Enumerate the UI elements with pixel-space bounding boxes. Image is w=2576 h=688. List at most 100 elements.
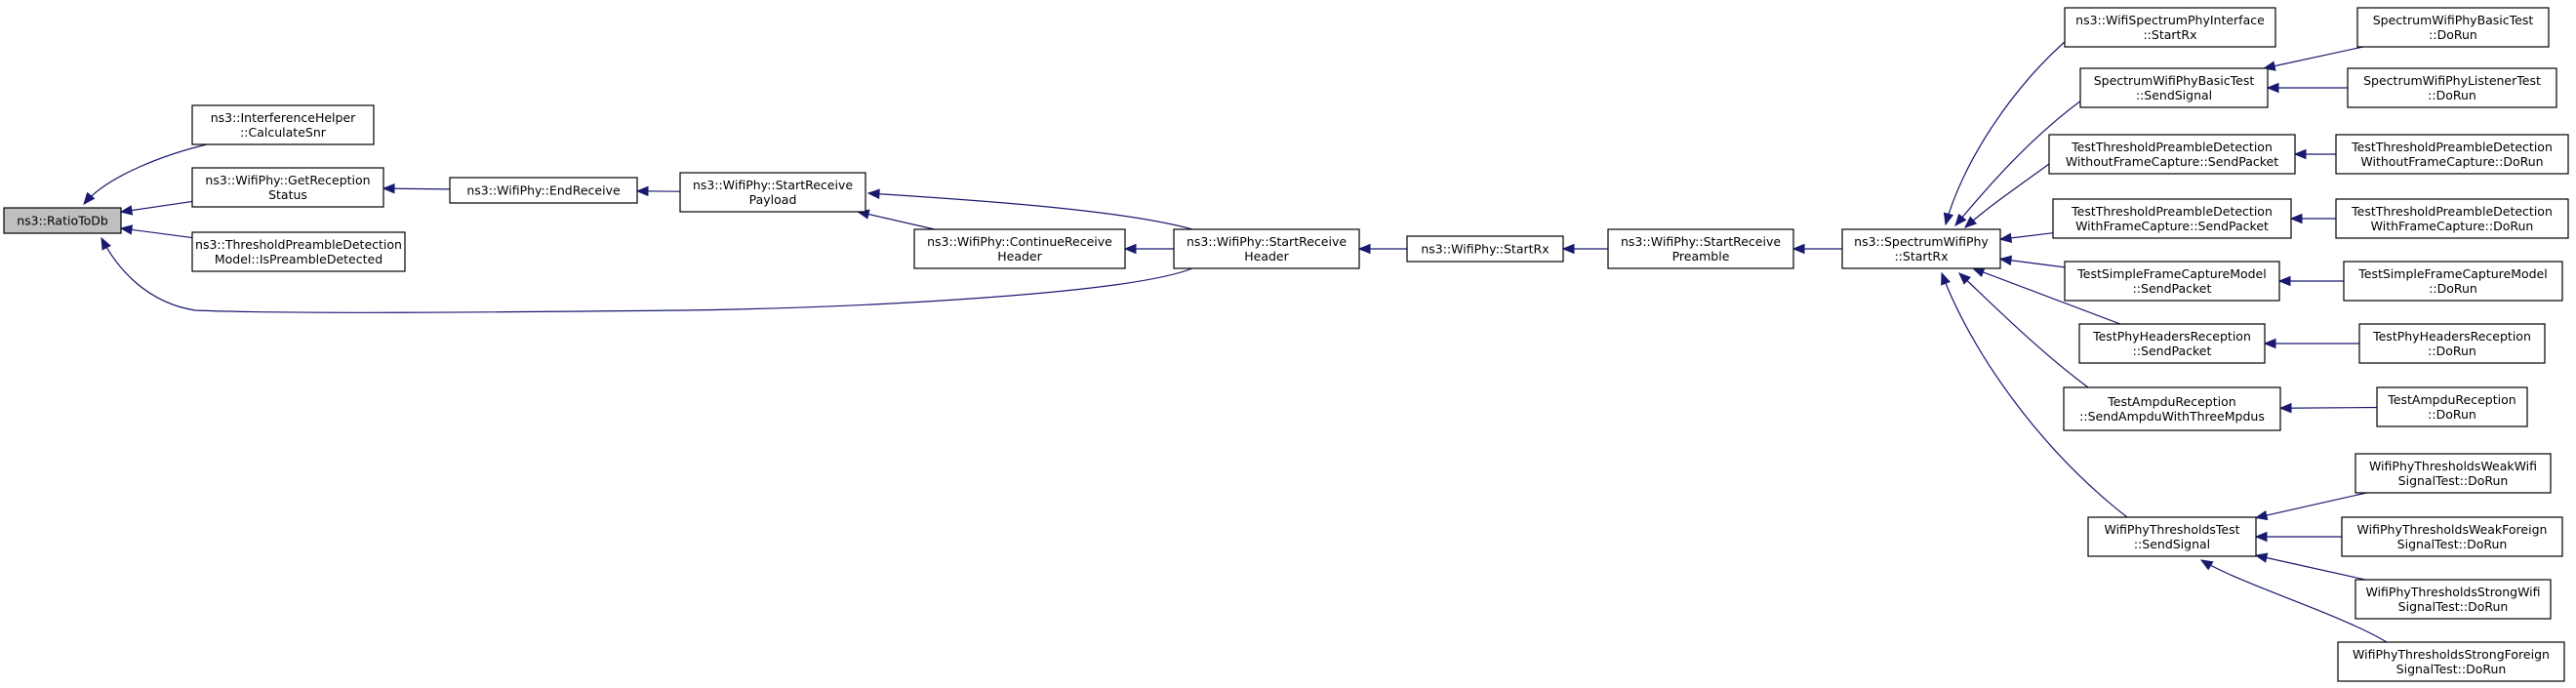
edge-arrowhead — [2199, 559, 2214, 571]
node-wo-capture-send-packet[interactable]: TestThresholdPreambleDetectionWithoutFra… — [2048, 134, 2296, 175]
edge-arrowhead — [635, 185, 649, 197]
node-label: TestAmpduReception — [2387, 392, 2516, 407]
edge-spectrum-start-rx-to-start-receive-preamble — [1791, 243, 1842, 255]
edge-wifiphy-start-rx-to-start-receive-header — [1357, 243, 1407, 255]
node-label: Header — [997, 249, 1042, 263]
node-label: ::SendAmpduWithThreeMpdus — [2079, 409, 2265, 424]
edge-ampdu-send-to-spectrum-start-rx — [1958, 272, 2089, 388]
node-basic-send-signal[interactable]: SpectrumWifiPhyBasicTest::SendSignal — [2079, 67, 2269, 108]
node-wo-capture-do-run[interactable]: TestThresholdPreambleDetectionWithoutFra… — [2335, 134, 2569, 175]
node-label: WifiPhyThresholdsWeakForeign — [2357, 522, 2548, 537]
node-box — [2376, 386, 2528, 427]
node-label: Status — [268, 187, 307, 202]
node-label: WithoutFrameCapture::SendPacket — [2066, 154, 2278, 169]
call-graph-edges — [83, 33, 2388, 643]
edge-listener-do-run-to-basic-send-signal — [2266, 82, 2348, 94]
edge-continue-receive-header-to-start-receive-payload — [856, 209, 935, 230]
node-with-capture-do-run[interactable]: TestThresholdPreambleDetectionWithFrameC… — [2335, 198, 2569, 239]
node-box — [2078, 323, 2266, 364]
edge-arrowhead — [119, 224, 134, 235]
node-label: ::DoRun — [2429, 27, 2477, 42]
edge-arrowhead — [119, 205, 134, 216]
node-box — [2337, 641, 2565, 682]
node-basic-do-run[interactable]: SpectrumWifiPhyBasicTest::DoRun — [2356, 7, 2550, 48]
node-is-preamble-detected[interactable]: ns3::ThresholdPreambleDetectionModel::Is… — [191, 231, 406, 272]
node-wifiphy-start-rx[interactable]: ns3::WifiPhy::StartRx — [1406, 235, 1564, 263]
node-box — [2064, 7, 2276, 48]
edge-arrowhead — [2254, 531, 2268, 543]
edge-weak-wifi-do-run-to-thresholds-send-signal — [2254, 492, 2367, 521]
node-weak-wifi-do-run[interactable]: WifiPhyThresholdsWeakWifiSignalTest::DoR… — [2355, 453, 2552, 494]
node-label: ns3::InterferenceHelper — [211, 110, 356, 125]
node-calc-snr[interactable]: ns3::InterferenceHelper::CalculateSnr — [191, 104, 375, 145]
node-label: ::SendSignal — [2134, 537, 2210, 551]
edge-line — [1964, 163, 2050, 228]
edge-strong-wifi-do-run-to-thresholds-send-signal — [2254, 552, 2366, 581]
edge-arrowhead — [1561, 243, 1575, 255]
node-ratio-to-db[interactable]: ns3::RatioToDb — [3, 207, 122, 234]
edge-start-receive-payload-to-end-receive — [635, 185, 681, 197]
edge-line — [120, 227, 193, 239]
node-thresholds-send-signal[interactable]: WifiPhyThresholdsTest::SendSignal — [2087, 516, 2257, 557]
node-box — [2343, 261, 2563, 302]
edge-start-receive-header-to-start-receive-payload — [866, 188, 1193, 230]
node-ampdu-do-run[interactable]: TestAmpduReception::DoRun — [2376, 386, 2528, 427]
node-spectrum-start-rx[interactable]: ns3::SpectrumWifiPhy::StartRx — [1841, 228, 2001, 269]
node-label: ::SendPacket — [2133, 344, 2212, 358]
node-weak-foreign-do-run[interactable]: WifiPhyThresholdsWeakForeignSignalTest::… — [2341, 516, 2563, 557]
node-label: ns3::WifiPhy::EndReceive — [466, 183, 621, 198]
node-label: ns3::WifiPhy::StartReceive — [1621, 234, 1781, 249]
node-box — [1841, 228, 2001, 269]
node-label: ns3::WifiPhy::GetReception — [205, 173, 370, 187]
node-box — [2355, 453, 2552, 494]
node-ampdu-send[interactable]: TestAmpduReception::SendAmpduWithThreeMp… — [2063, 386, 2281, 431]
node-label: ::SendSignal — [2136, 88, 2212, 102]
node-box — [2358, 323, 2546, 364]
edge-basic-send-signal-to-spectrum-start-rx — [1954, 95, 2089, 227]
node-simple-capture-send-packet[interactable]: TestSimpleFrameCaptureModel::SendPacket — [2064, 261, 2280, 302]
edge-ampdu-do-run-to-ampdu-send — [2278, 402, 2378, 414]
node-listener-do-run[interactable]: SpectrumWifiPhyListenerTest::DoRun — [2347, 67, 2557, 108]
node-box — [679, 172, 866, 213]
node-box — [2052, 198, 2292, 239]
node-label: ns3::WifiPhy::StartReceive — [693, 178, 853, 192]
node-end-receive[interactable]: ns3::WifiPhy::EndReceive — [449, 177, 638, 204]
node-label: WithFrameCapture::SendPacket — [2075, 219, 2269, 233]
node-box — [2341, 516, 2563, 557]
node-strong-wifi-do-run[interactable]: WifiPhyThresholdsStrongWifiSignalTest::D… — [2355, 579, 2552, 620]
node-box — [2063, 386, 2281, 431]
node-label: Model::IsPreambleDetected — [215, 252, 382, 266]
node-strong-foreign-do-run[interactable]: WifiPhyThresholdsStrongForeignSignalTest… — [2337, 641, 2565, 682]
node-label: SpectrumWifiPhyListenerTest — [2363, 73, 2541, 88]
edge-arrowhead — [1943, 212, 1954, 226]
node-label: ::SendPacket — [2133, 281, 2212, 296]
edge-arrowhead — [2263, 338, 2276, 349]
node-box — [2347, 67, 2557, 108]
node-with-capture-send-packet[interactable]: TestThresholdPreambleDetectionWithFrameC… — [2052, 198, 2292, 239]
node-label: WifiPhyThresholdsStrongForeign — [2353, 647, 2550, 662]
node-headers-send-packet[interactable]: TestPhyHeadersReception::SendPacket — [2078, 323, 2266, 364]
node-label: SpectrumWifiPhyBasicTest — [2373, 13, 2534, 27]
node-label: TestSimpleFrameCaptureModel — [2076, 266, 2266, 281]
node-headers-do-run[interactable]: TestPhyHeadersReception::DoRun — [2358, 323, 2546, 364]
node-label: TestSimpleFrameCaptureModel — [2357, 266, 2547, 281]
edge-line — [2255, 554, 2366, 581]
edge-line — [2264, 46, 2363, 69]
node-simple-capture-do-run[interactable]: TestSimpleFrameCaptureModel::DoRun — [2343, 261, 2563, 302]
node-box — [2335, 198, 2569, 239]
edge-arrowhead — [1123, 243, 1137, 255]
node-box — [2079, 67, 2269, 108]
edge-line — [858, 211, 935, 230]
node-label: ns3::RatioToDb — [17, 214, 108, 228]
node-label: ::DoRun — [2428, 344, 2476, 358]
edge-arrowhead — [1791, 243, 1805, 255]
edge-arrowhead — [2278, 402, 2292, 414]
node-interface-start-rx[interactable]: ns3::WifiSpectrumPhyInterface::StartRx — [2064, 7, 2276, 48]
edge-start-receive-preamble-to-wifiphy-start-rx — [1561, 243, 1608, 255]
